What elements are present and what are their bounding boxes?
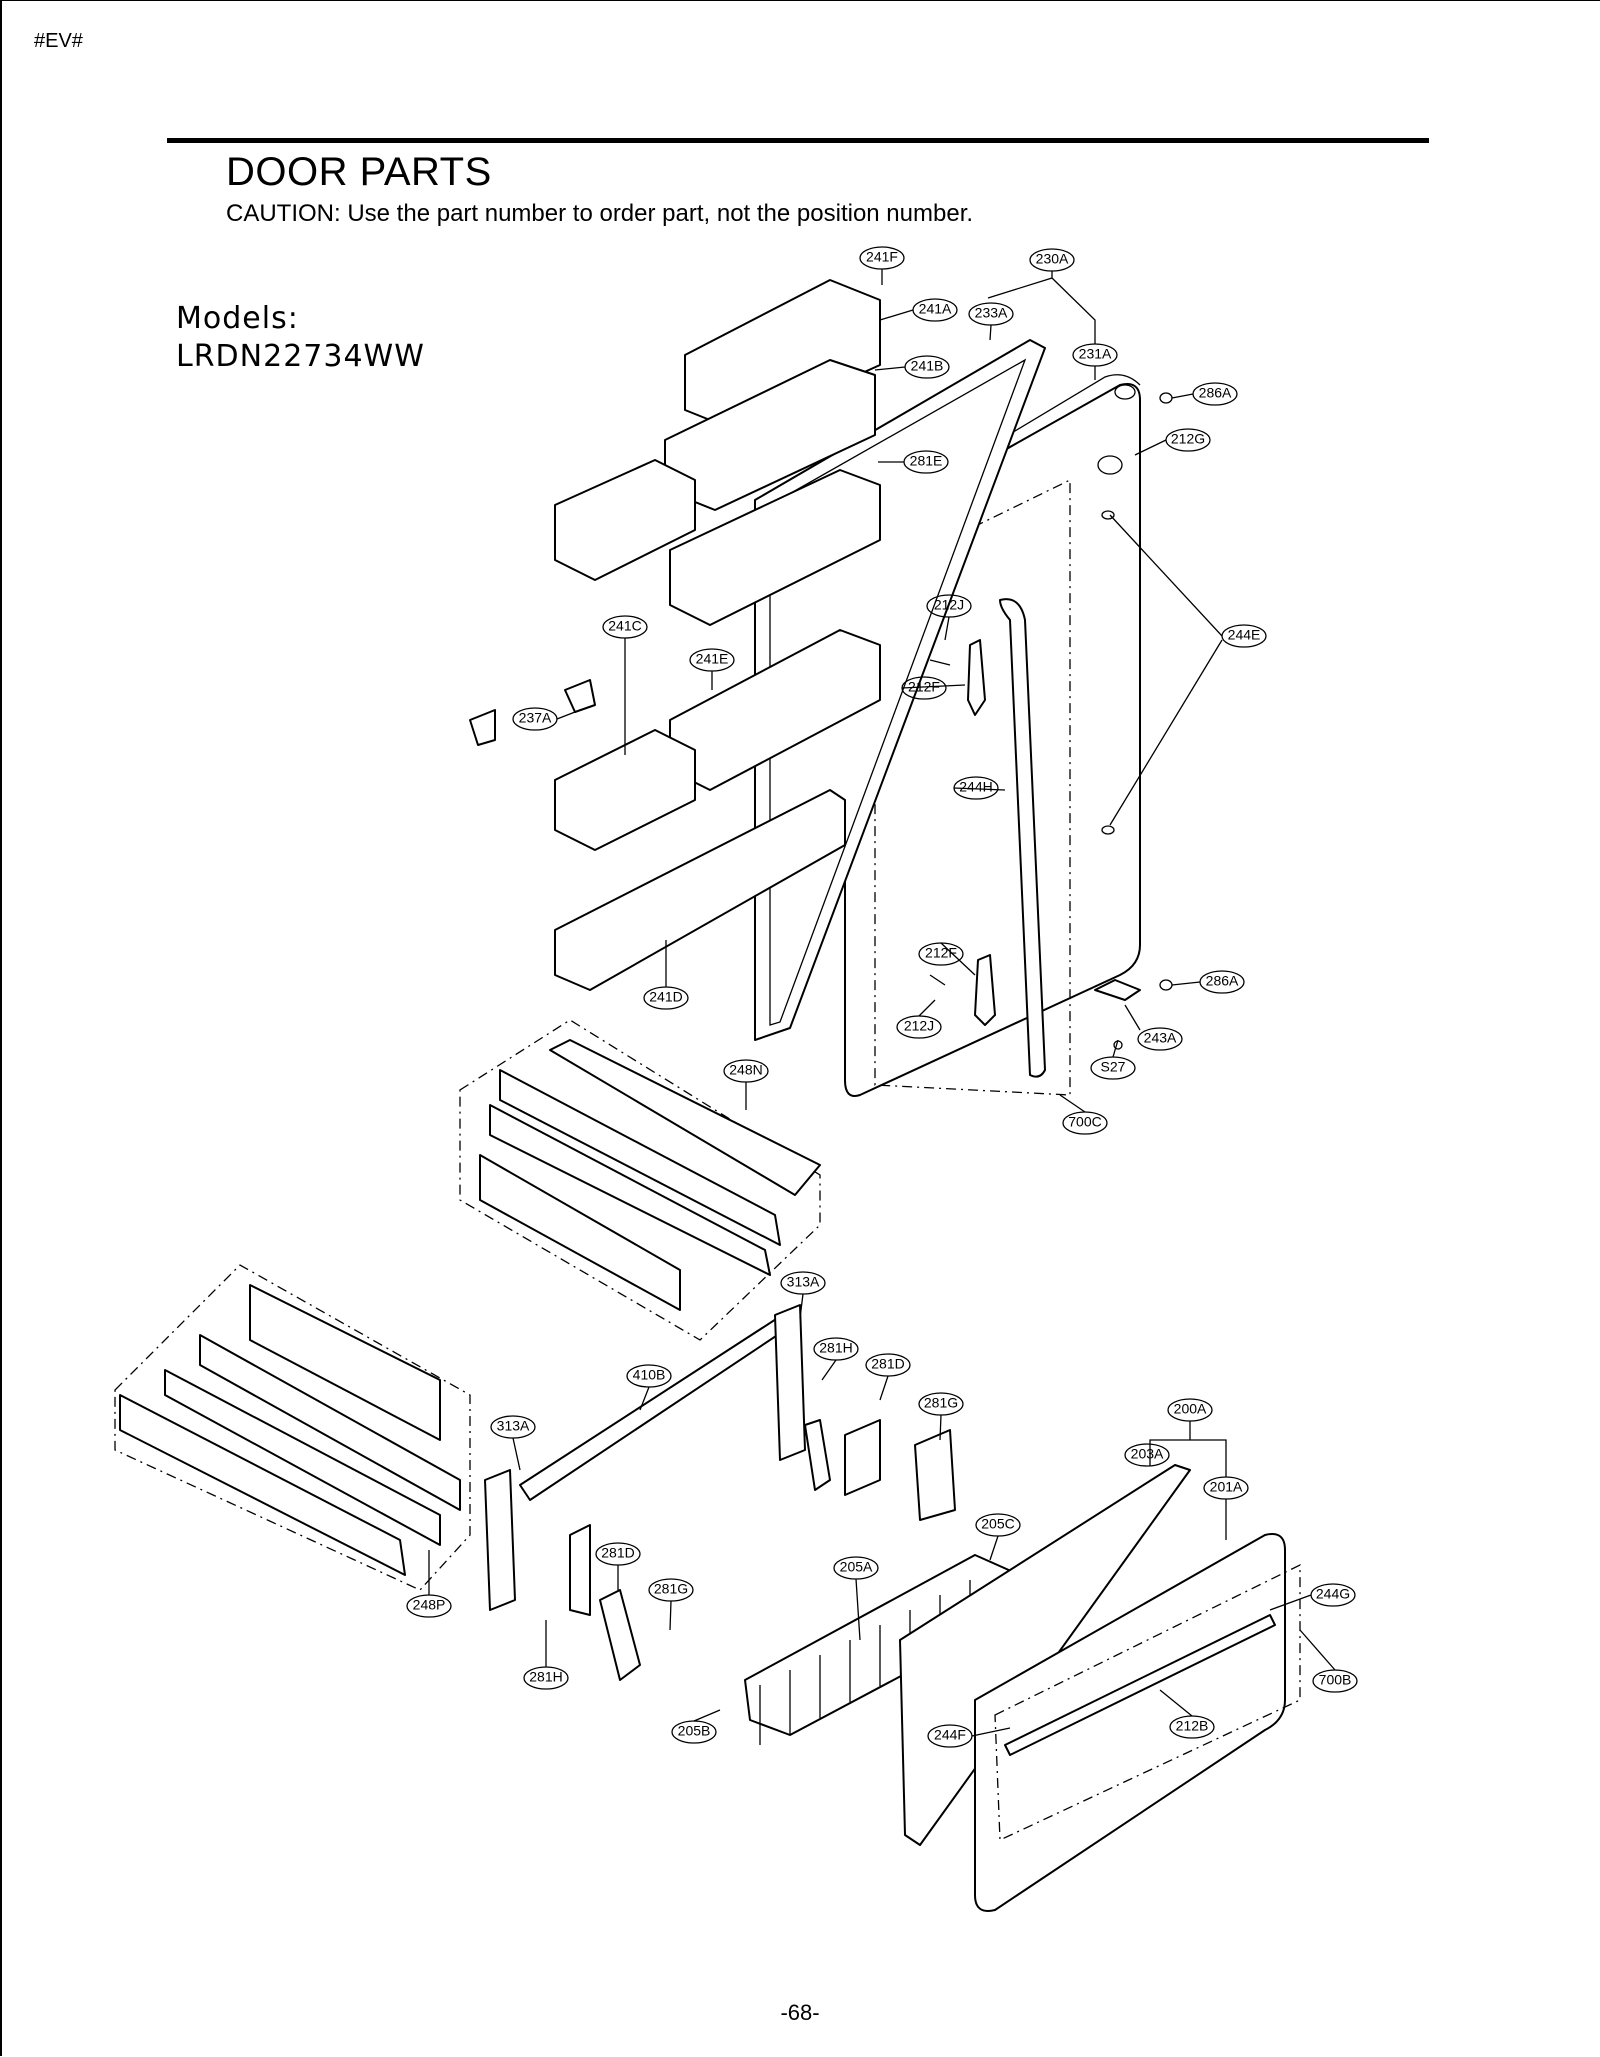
callout-label: 286A xyxy=(1206,973,1239,989)
callout-237a: 237A xyxy=(512,707,558,731)
callout-label: 233A xyxy=(975,305,1008,321)
callout-label: 241C xyxy=(608,618,641,634)
callout-label: 212J xyxy=(904,1018,934,1034)
callout-313a-lower: 313A xyxy=(490,1415,536,1439)
callout-201a: 201A xyxy=(1203,1476,1249,1500)
callout-label: 244H xyxy=(959,779,992,795)
callout-241b: 241B xyxy=(904,355,950,379)
callout-281h-lower: 281H xyxy=(523,1666,569,1690)
callout-203a: 203A xyxy=(1124,1443,1170,1467)
callout-label: 241A xyxy=(919,301,952,317)
callout-label: 230A xyxy=(1036,251,1069,267)
callout-281g-lower: 281G xyxy=(648,1578,694,1602)
callout-205c: 205C xyxy=(975,1513,1021,1537)
callout-label: 212B xyxy=(1176,1718,1209,1734)
callout-label: 281H xyxy=(529,1669,562,1685)
callout-label: S27 xyxy=(1101,1059,1126,1075)
callout-244e: 244E xyxy=(1221,624,1267,648)
callout-230a: 230A xyxy=(1029,248,1075,272)
callout-241f: 241F xyxy=(859,246,905,270)
model-number: LRDN22734WW xyxy=(176,339,425,374)
callout-286a: 286A xyxy=(1192,382,1238,406)
callout-label: 244G xyxy=(1316,1586,1350,1602)
callout-700c: 700C xyxy=(1062,1111,1108,1135)
callout-label: 700B xyxy=(1319,1672,1352,1688)
part-callouts: 241F 230A 241A 233A 241B 231A 286A 212G … xyxy=(406,246,1358,1748)
page-number: -68- xyxy=(780,2000,820,2025)
callout-label: 231A xyxy=(1079,346,1112,362)
callout-label: 313A xyxy=(497,1418,530,1434)
callout-label: 281G xyxy=(924,1395,958,1411)
callout-label: 200A xyxy=(1174,1401,1207,1417)
callout-231a: 231A xyxy=(1072,343,1118,367)
callout-700b: 700B xyxy=(1312,1669,1358,1693)
callout-label: 243A xyxy=(1144,1030,1177,1046)
callout-label: 700C xyxy=(1068,1114,1101,1130)
callout-244g: 244G xyxy=(1310,1583,1356,1607)
callout-313a: 313A xyxy=(780,1271,826,1295)
callout-label: 205C xyxy=(981,1516,1014,1532)
callout-281d: 281D xyxy=(865,1353,911,1377)
callout-243a: 243A xyxy=(1137,1027,1183,1051)
callout-281d-lower: 281D xyxy=(595,1542,641,1566)
leader-lines xyxy=(428,269,1336,1737)
callout-label: 237A xyxy=(519,710,552,726)
callout-label: 281H xyxy=(819,1340,852,1356)
lower-door-crisper-bins xyxy=(114,1019,821,1591)
callout-label: 241B xyxy=(911,358,944,374)
callout-233a: 233A xyxy=(968,302,1014,326)
callout-212g: 212G xyxy=(1165,428,1211,452)
callout-241c: 241C xyxy=(602,615,648,639)
callout-label: 281D xyxy=(871,1356,904,1372)
callout-241a: 241A xyxy=(912,298,958,322)
callout-label: 241E xyxy=(696,651,729,667)
lower-drawer-frame xyxy=(484,1304,956,1681)
callout-248p: 248P xyxy=(406,1594,452,1618)
callout-label: 212J xyxy=(934,597,964,613)
callout-248n: 248N xyxy=(723,1059,769,1083)
callout-label: 201A xyxy=(1210,1479,1243,1495)
callout-label: 313A xyxy=(787,1274,820,1290)
callout-label: 410B xyxy=(633,1367,666,1383)
header-rule xyxy=(167,138,1429,143)
models-label: Models: xyxy=(176,301,299,336)
callout-label: 212G xyxy=(1171,431,1205,447)
callout-label: 244F xyxy=(934,1727,966,1743)
callout-281h: 281H xyxy=(813,1337,859,1361)
callout-205a: 205A xyxy=(833,1556,879,1580)
callout-label: 203A xyxy=(1131,1446,1164,1462)
callout-241d: 241D xyxy=(643,986,689,1010)
callout-label: 281D xyxy=(601,1545,634,1561)
models-block: Models: LRDN22734WW xyxy=(176,300,425,376)
document-tag: #EV# xyxy=(34,30,83,52)
callout-label: 241F xyxy=(866,249,898,265)
callout-241e: 241E xyxy=(689,648,735,672)
freezer-drawer-door xyxy=(899,1464,1301,1912)
caution-note: CAUTION: Use the part number to order pa… xyxy=(226,200,974,227)
callout-label: 205B xyxy=(678,1723,711,1739)
callout-label: 212F xyxy=(925,945,957,961)
callout-label: 248N xyxy=(729,1062,762,1078)
callout-label: 241D xyxy=(649,989,682,1005)
callout-286a-lower: 286A xyxy=(1199,970,1245,994)
callout-410b: 410B xyxy=(626,1364,672,1388)
callout-label: 281G xyxy=(654,1581,688,1597)
callout-205b: 205B xyxy=(671,1720,717,1744)
callout-label: 281E xyxy=(910,453,943,469)
door-bins xyxy=(469,279,881,991)
callout-label: 244E xyxy=(1228,627,1261,643)
page-title: DOOR PARTS xyxy=(226,150,492,194)
callout-s27: S27 xyxy=(1090,1056,1136,1080)
callout-label: 205A xyxy=(840,1559,873,1575)
callout-200a: 200A xyxy=(1167,1398,1213,1422)
callout-label: 286A xyxy=(1199,385,1232,401)
callout-label: 248P xyxy=(413,1597,446,1613)
callout-281g: 281G xyxy=(918,1392,964,1416)
